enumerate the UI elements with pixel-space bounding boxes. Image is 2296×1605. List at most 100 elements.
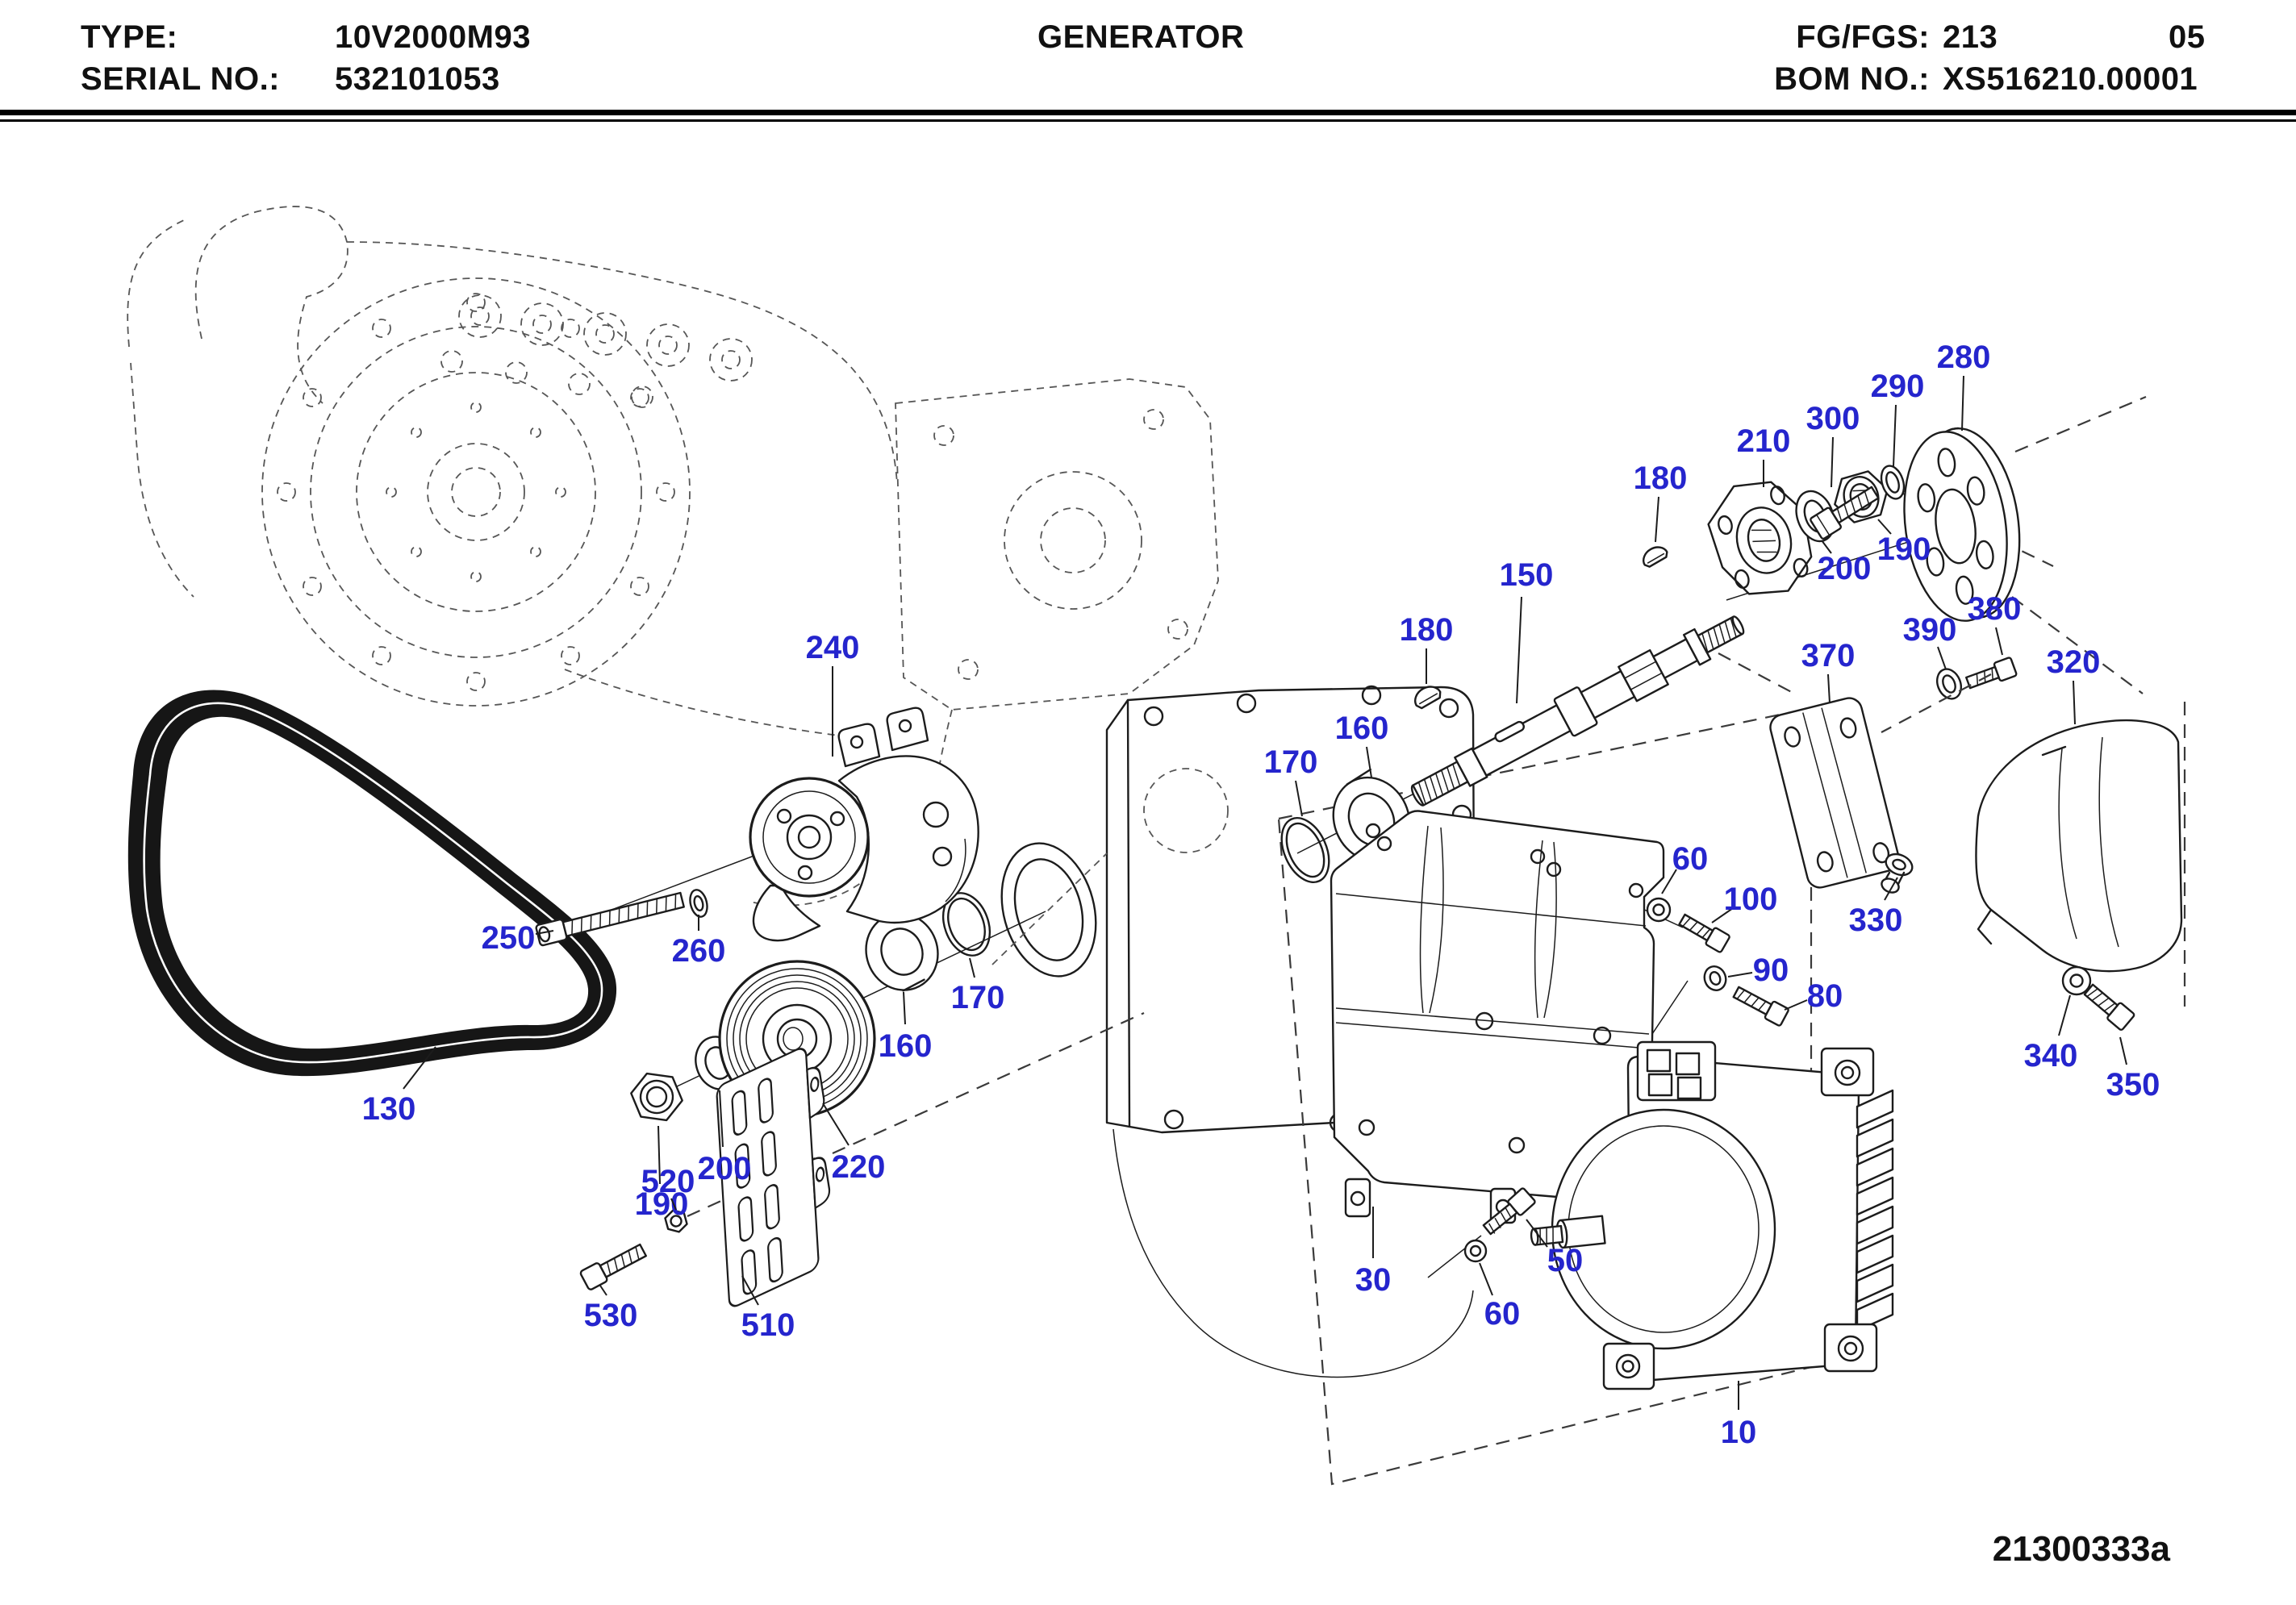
- part-alternator-10: [1530, 1040, 1894, 1390]
- callout-leader-60: [1479, 1262, 1493, 1296]
- callout-layer: 10 30 50 60 60 80 90 100 130 150 160 170 160 170 180 18…: [362, 340, 2160, 1450]
- callout-leader-200: [1821, 540, 1832, 554]
- callout-180[interactable]: 180: [1400, 612, 1454, 648]
- callout-60[interactable]: 60: [1672, 841, 1709, 877]
- callout-50[interactable]: 50: [1547, 1243, 1584, 1278]
- callout-180[interactable]: 180: [1634, 461, 1688, 496]
- callout-leader-250: [535, 930, 554, 935]
- callout-leader-160: [1366, 746, 1372, 778]
- part-washer-290: [1880, 465, 1906, 500]
- part-key-180-right: [1643, 546, 1668, 568]
- type-label: TYPE:: [81, 19, 178, 55]
- callout-leader-50: [1526, 1219, 1548, 1248]
- callout-190[interactable]: 190: [1877, 532, 1931, 567]
- callout-260[interactable]: 260: [672, 933, 726, 969]
- callout-200[interactable]: 200: [1818, 551, 1872, 586]
- callout-370[interactable]: 370: [1801, 638, 1856, 673]
- bom-value: XS516210.00001: [1943, 61, 2198, 97]
- callout-240[interactable]: 240: [806, 630, 860, 665]
- part-washer-90: [1703, 965, 1727, 991]
- callout-320[interactable]: 320: [2047, 644, 2101, 680]
- callout-leader-300: [1831, 436, 1834, 488]
- callout-leader-370: [1827, 673, 1831, 704]
- part-bolt-250: [535, 891, 685, 947]
- callout-350[interactable]: 350: [2106, 1067, 2160, 1103]
- callout-leader-80: [1784, 999, 1808, 1011]
- callout-leader-60: [1661, 869, 1677, 894]
- callout-190[interactable]: 190: [635, 1186, 689, 1222]
- callout-leader-200: [719, 1090, 724, 1148]
- part-bolt-80: [1732, 986, 1789, 1027]
- callout-390[interactable]: 390: [1903, 612, 1957, 648]
- callout-80[interactable]: 80: [1807, 978, 1843, 1014]
- callout-leader-510: [741, 1275, 759, 1306]
- callout-380[interactable]: 380: [1968, 591, 2022, 627]
- callout-leader-100: [1711, 907, 1734, 923]
- callout-100[interactable]: 100: [1724, 882, 1778, 917]
- callout-340[interactable]: 340: [2024, 1038, 2078, 1073]
- part-washer-340: [2061, 965, 2092, 996]
- callout-210[interactable]: 210: [1737, 423, 1791, 459]
- callout-leader-170: [1295, 780, 1303, 817]
- bom-label: BOM NO.:: [1774, 61, 1930, 97]
- drawing-number: 21300333a: [1992, 1529, 2170, 1569]
- callout-200[interactable]: 200: [698, 1151, 752, 1186]
- callout-10[interactable]: 10: [1721, 1415, 1757, 1450]
- callout-90[interactable]: 90: [1753, 953, 1789, 988]
- part-bracket-30: [1330, 810, 1665, 1224]
- callout-150[interactable]: 150: [1500, 557, 1554, 593]
- fg-value: 213: [1943, 19, 1998, 55]
- header-rule-thick: [0, 110, 2296, 115]
- part-tensioner-240: [749, 707, 979, 942]
- fg-sheet: 05: [2169, 19, 2206, 55]
- callout-530[interactable]: 530: [584, 1298, 638, 1333]
- part-bolt-530: [579, 1243, 647, 1290]
- callout-170[interactable]: 170: [951, 980, 1005, 1015]
- callout-leader-350: [2119, 1036, 2127, 1065]
- type-value: 10V2000M93: [335, 19, 531, 55]
- callout-leader-220: [822, 1103, 850, 1146]
- callout-leader-180: [1655, 496, 1659, 543]
- part-flange-210: [1707, 481, 1813, 595]
- callout-leader-530: [599, 1285, 607, 1296]
- part-key-180-mid: [1414, 686, 1442, 710]
- callout-300[interactable]: 300: [1806, 401, 1860, 436]
- flywheel-bolt-circle: [277, 293, 675, 691]
- callout-leader-130: [403, 1046, 436, 1090]
- callout-leader-520: [670, 1198, 677, 1211]
- part-bolt-350: [2083, 983, 2135, 1031]
- part-washer-260: [689, 889, 708, 918]
- grille-slots: [731, 1078, 783, 1295]
- callout-160[interactable]: 160: [879, 1028, 933, 1064]
- callout-leader-290: [1893, 404, 1897, 467]
- callout-220[interactable]: 220: [832, 1149, 886, 1185]
- callout-30[interactable]: 30: [1355, 1262, 1392, 1298]
- callout-290[interactable]: 290: [1871, 369, 1925, 404]
- callout-520[interactable]: 520: [641, 1164, 695, 1199]
- callout-280[interactable]: 280: [1937, 340, 1991, 375]
- part-bolt-380: [1965, 657, 2018, 690]
- callout-160[interactable]: 160: [1335, 711, 1389, 746]
- callout-leader-280: [1961, 375, 1964, 431]
- part-plate-370: [1769, 697, 1900, 889]
- part-bolt-300: [1810, 486, 1880, 540]
- fastener-axis-dashed: [1881, 673, 1992, 733]
- part-nut-520: [664, 1209, 688, 1233]
- part-washer-60-lower: [1463, 1239, 1488, 1263]
- callout-130[interactable]: 130: [362, 1091, 416, 1127]
- callout-330[interactable]: 330: [1849, 903, 1903, 938]
- callout-leader-390: [1937, 646, 1947, 670]
- page-title: GENERATOR: [1037, 19, 1245, 55]
- callout-250[interactable]: 250: [482, 920, 536, 956]
- part-bolt-100: [1678, 913, 1730, 953]
- callout-leader-150: [1516, 596, 1522, 704]
- part-washer-60-upper: [1646, 897, 1672, 923]
- callout-510[interactable]: 510: [741, 1307, 795, 1343]
- callout-170[interactable]: 170: [1264, 744, 1318, 780]
- part-washer-390: [1935, 668, 1963, 700]
- callout-60[interactable]: 60: [1484, 1296, 1521, 1332]
- fg-label: FG/FGS:: [1796, 19, 1930, 55]
- part-nut-190-left: [630, 1072, 683, 1122]
- part-cover-320: [1975, 719, 2183, 973]
